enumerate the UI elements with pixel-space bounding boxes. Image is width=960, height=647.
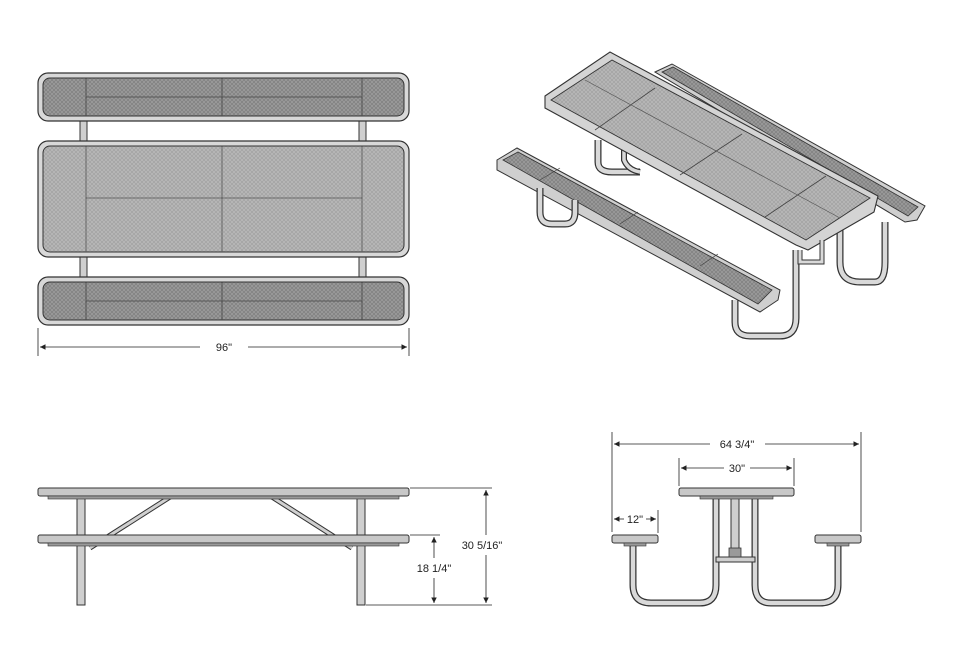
dimension-length: 96" [37, 328, 410, 356]
top-view-bench-upper [37, 72, 410, 122]
top-view-bench-lower [37, 276, 410, 326]
dimension-table-width: 30" [678, 458, 795, 486]
dimension-overall-height: 30 5/16" [462, 490, 503, 603]
dimension-table-width-label: 30" [729, 463, 745, 475]
dimension-overall-width: 64 3/4" [611, 432, 862, 532]
isometric-view [496, 51, 926, 340]
top-view: 96" [37, 72, 410, 356]
iso-tabletop [544, 51, 879, 251]
dimension-length-label: 96" [216, 342, 232, 354]
dimension-overall-width-label: 64 3/4" [720, 439, 755, 451]
iso-bench-front [496, 147, 781, 313]
top-view-tabletop [37, 140, 410, 258]
dimension-seat-height: 18 1/4" [417, 537, 452, 603]
dimension-overall-height-label: 30 5/16" [462, 540, 503, 552]
dimension-seat-width: 12" [614, 510, 659, 533]
end-view: 64 3/4" 30" 12" [611, 432, 862, 607]
side-view: 18 1/4" 30 5/16" [37, 487, 503, 606]
dimension-seat-width-label: 12" [627, 514, 643, 526]
dimension-seat-height-label: 18 1/4" [417, 563, 452, 575]
